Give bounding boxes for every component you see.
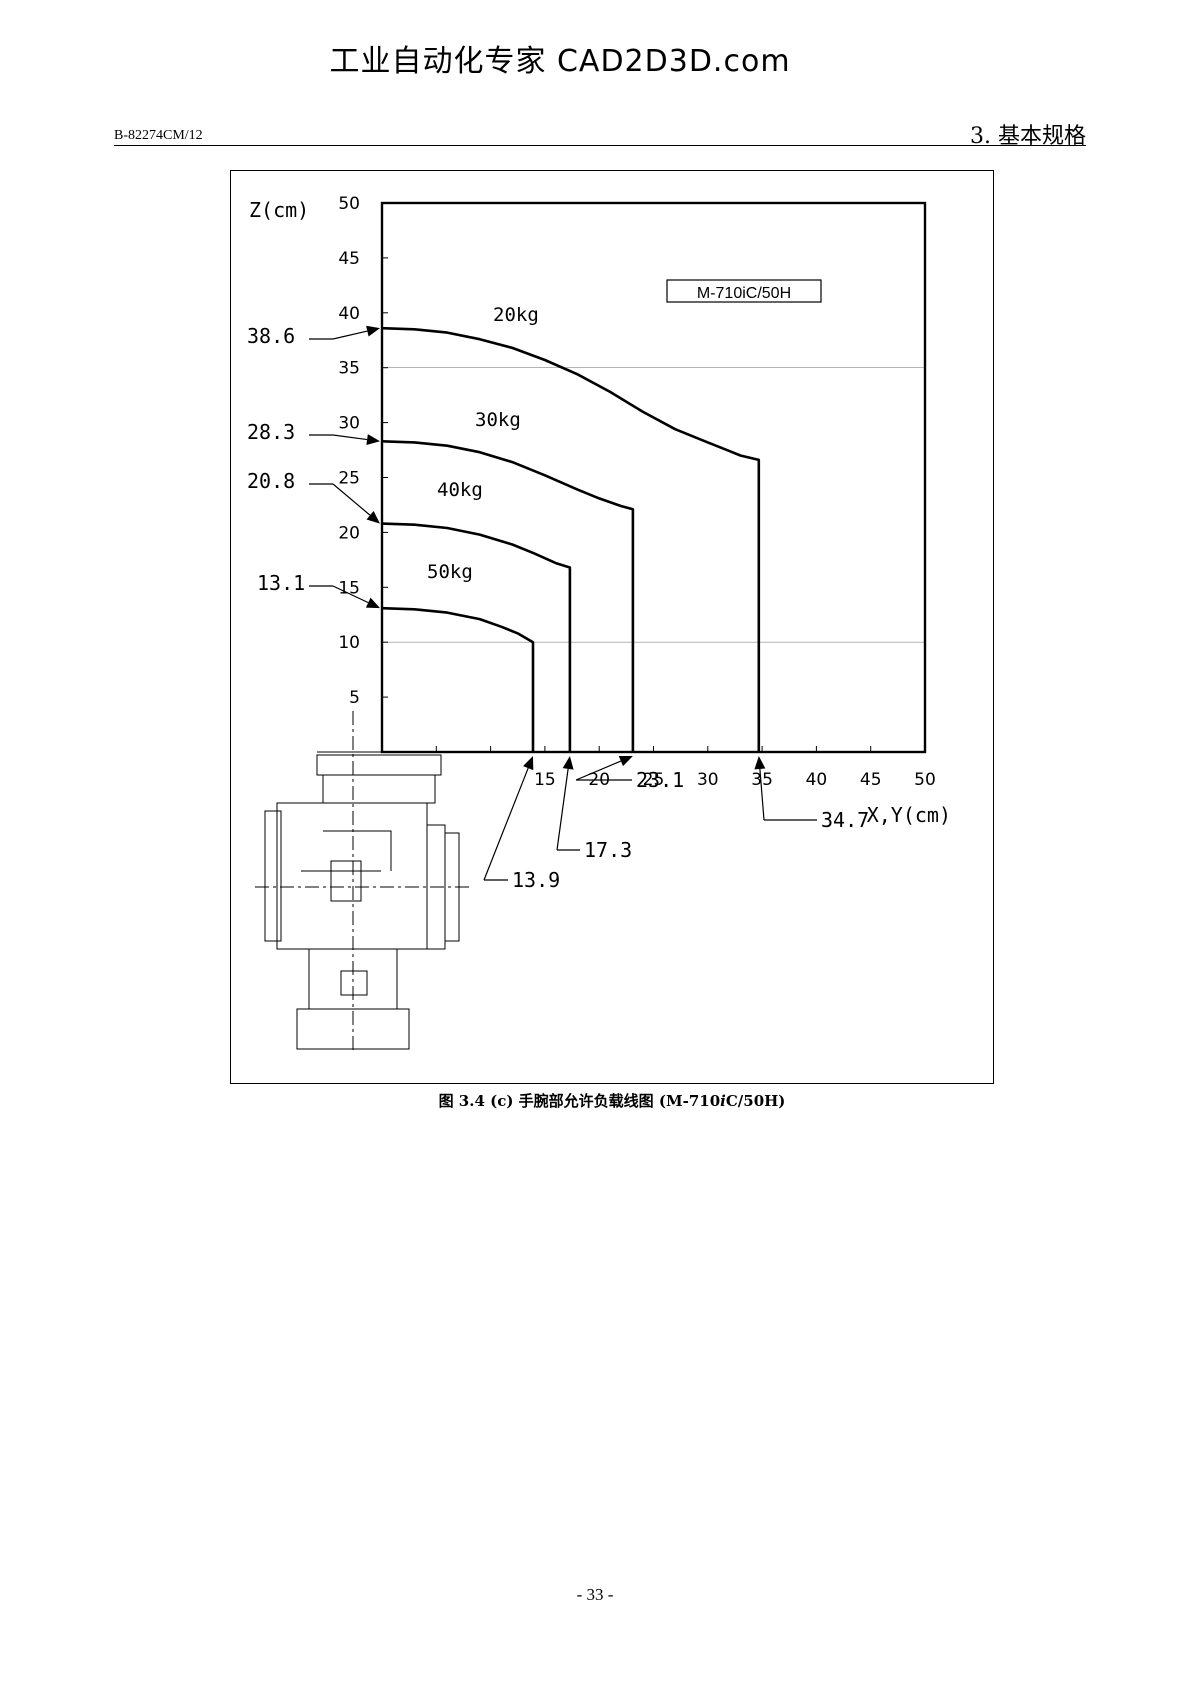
x-axis-label: X,Y(cm) [867,803,951,827]
series-label-20kg: 20kg [493,304,539,326]
y-tick-label-40: 40 [338,304,360,324]
y-axis-label: Z(cm) [249,198,309,222]
z-marker-arrow-38.6-head [366,325,380,337]
x-marker-arrow-34.7-shaft [759,768,765,821]
z-marker-arrow-20.8-head [366,511,380,524]
wrist-upper-body [322,774,436,804]
y-tick-label-30: 30 [338,414,360,434]
y-tick-label-5: 5 [349,688,360,708]
wrist-inner-contour [301,830,392,872]
series-label-30kg: 30kg [475,409,521,431]
x-tick-label-35: 35 [751,770,773,790]
x-marker-arrow-13.9-head [523,756,534,771]
y-tick-label-20: 20 [338,523,360,543]
page-number: - 33 - [576,1585,614,1604]
x-marker-arrow-13.9-shaft [483,767,529,881]
x-marker-arrow-17.3-shaft [556,768,569,851]
y-tick-label-25: 25 [338,469,360,489]
caption-prefix: 图 3.4 (c) 手腕部允许负载线图 (M-710 [438,1092,721,1110]
watermark-text: 工业自动化专家 CAD2D3D.com [329,44,791,79]
z-marker-arrow-13.1-shaft [332,585,369,604]
y-tick-label-15: 15 [338,578,360,598]
series-line-40kg [381,522,572,752]
z-marker-label-28.3: 28.3 [247,420,295,444]
z-marker-arrow-38.6-shaft [332,330,368,340]
wrist-inner-housing [330,860,362,902]
x-tick-label-45: 45 [860,770,882,790]
wrist-flange-top [316,754,442,776]
z-marker-arrow-28.3-shaft [332,434,368,441]
x-marker-arrow-23.1-head [618,755,633,767]
z-marker-label-20.8: 20.8 [247,469,295,493]
robot-wrist-drawing [255,711,471,1051]
x-tick-label-40: 40 [806,770,828,790]
series-line-20kg [381,326,761,752]
z-marker-arrow-28.3-head [366,434,380,445]
y-tick-label-50: 50 [338,194,360,214]
series-label-40kg: 40kg [437,479,483,501]
y-tick-label-45: 45 [338,249,360,269]
x-marker-arrow-17.3-head [562,756,574,770]
x-marker-arrow-23.1-shaft [575,760,622,781]
plot-frame [380,201,927,754]
series-line-50kg [381,606,535,752]
z-marker-arrow-20.8-shaft [332,483,371,516]
x-marker-label-17.3: 17.3 [584,838,632,862]
x-tick-label-50: 50 [914,770,936,790]
y-tick-label-10: 10 [338,633,360,653]
z-marker-label-13.1: 13.1 [257,571,305,595]
figure-caption: 图 3.4 (c) 手腕部允许负载线图 (M-710iC/50H) [230,1090,994,1111]
x-marker-label-13.9: 13.9 [512,868,560,892]
section-title: 3. 基本规格 [970,124,1086,149]
caption-italic: i [720,1092,726,1110]
series-label-50kg: 50kg [427,561,473,583]
chart-title: M-710iC/50H [697,285,791,302]
x-marker-label-34.7: 34.7 [821,808,869,832]
wrist-lower-housing [340,970,368,996]
wrist-left-flange [264,810,282,942]
x-tick-label-15: 15 [534,770,556,790]
x-marker-label-23.1: 23.1 [636,768,684,792]
model-title-box [666,279,822,303]
wrist-main-body [276,802,428,950]
document-code: B-82274CM/12 [114,128,203,143]
x-tick-label-25: 25 [643,770,665,790]
z-marker-arrow-13.1-head [365,597,380,609]
caption-suffix: C/50H) [725,1092,786,1110]
x-tick-label-30: 30 [697,770,719,790]
series-line-30kg [381,440,635,752]
y-tick-label-35: 35 [338,359,360,379]
header-rule [114,145,1086,146]
z-marker-label-38.6: 38.6 [247,324,295,348]
x-marker-arrow-34.7-head [754,756,766,770]
